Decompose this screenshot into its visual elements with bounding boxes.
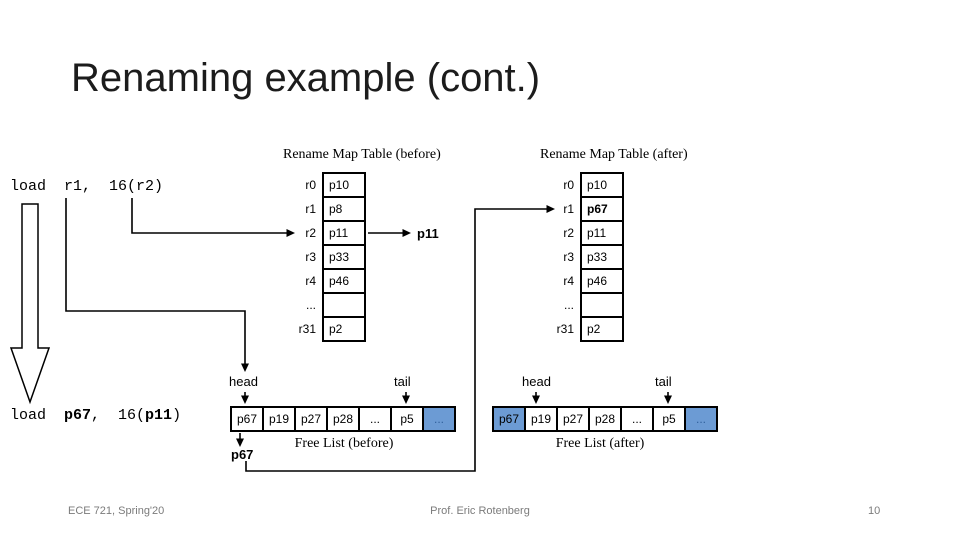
- instr-src-physreg: p11: [145, 407, 173, 424]
- instr-close: ): [172, 407, 182, 424]
- connector-dest-to-freelist-head: [65, 198, 249, 372]
- freelist-cell: ...: [358, 406, 392, 432]
- rmt-phys-reg-cell: p8: [322, 196, 366, 222]
- freelist-cell: p19: [524, 406, 558, 432]
- footer-course: ECE 721, Spring'20: [68, 505, 165, 517]
- rmt-phys-reg-cell: [322, 292, 366, 318]
- freelist-before-caption: Free List (before): [294, 436, 394, 451]
- slide-title: Renaming example (cont.): [71, 56, 541, 100]
- instr-mid: , 16(: [91, 407, 146, 424]
- freelist-cell: ...: [422, 406, 456, 432]
- freelist-cell: p5: [652, 406, 686, 432]
- rmt-row: r0 p10: [538, 172, 624, 198]
- rmt-row: ...: [280, 292, 366, 318]
- rmt-phys-reg-cell: p10: [580, 172, 624, 198]
- rmt-arch-reg-label: r31: [556, 322, 574, 336]
- freelist-cell: p19: [262, 406, 296, 432]
- instr-op: load: [10, 407, 65, 424]
- rmt-phys-reg-cell: p33: [322, 244, 366, 270]
- rmt-arch-reg-label: r0: [563, 178, 574, 192]
- rmt-after-caption: Rename Map Table (after): [540, 147, 688, 162]
- instruction-after: load p67, 16(p11): [10, 407, 181, 424]
- freelist-cell: ...: [620, 406, 654, 432]
- instr-dest-physreg: p67: [64, 407, 92, 424]
- rmt-row: ...: [538, 292, 624, 318]
- rmt-row: r31 p2: [538, 316, 624, 342]
- rmt-arch-reg-label: r2: [305, 226, 316, 240]
- rmt-row: r0 p10: [280, 172, 366, 198]
- instruction-before: load r1, 16(r2): [10, 178, 164, 195]
- rmt-phys-reg-cell: p33: [580, 244, 624, 270]
- freelist-cell: p28: [326, 406, 360, 432]
- rmt-arch-reg-label: r2: [563, 226, 574, 240]
- rmt-phys-reg-cell: p11: [322, 220, 366, 246]
- freelist-cell: p27: [294, 406, 328, 432]
- rename-map-table-before: r0 p10 r1 p8 r2 p11 r3 p33 r4 p46... r31 p2: [280, 172, 366, 342]
- connector-src-to-rmt-r2: [131, 198, 295, 237]
- freelist-cell: p67: [230, 406, 264, 432]
- rmt-arch-reg-label: r0: [305, 178, 316, 192]
- freelist-after-caption: Free List (after): [555, 436, 645, 451]
- freelist-cell: ...: [684, 406, 718, 432]
- rmt-arch-reg-label: r31: [298, 322, 316, 336]
- rmt-row: r2 p11: [280, 220, 366, 246]
- rmt-row: r1 p8: [280, 196, 366, 222]
- rmt-arch-reg-label: ...: [563, 298, 574, 312]
- program-order-arrow: [9, 203, 51, 405]
- rmt-phys-reg-cell: p46: [580, 268, 624, 294]
- rmt-phys-reg-cell: p2: [580, 316, 624, 342]
- footer-author: Prof. Eric Rotenberg: [430, 505, 530, 517]
- footer-page-number: 10: [868, 505, 881, 517]
- rmt-row: r1 p67: [538, 196, 624, 222]
- popped-reg-label: p67: [231, 447, 254, 462]
- rmt-phys-reg-cell: p10: [322, 172, 366, 198]
- rmt-phys-reg-cell: p2: [322, 316, 366, 342]
- rmt-arch-reg-label: r1: [305, 202, 316, 216]
- freelist-after-head-label: head: [522, 374, 551, 389]
- freelist-cell: p5: [390, 406, 424, 432]
- rmt-row: r31 p2: [280, 316, 366, 342]
- rmt-row: r4 p46: [280, 268, 366, 294]
- rmt-before-caption: Rename Map Table (before): [283, 147, 441, 162]
- rmt-arch-reg-label: r4: [305, 274, 316, 288]
- rmt-arch-reg-label: r1: [563, 202, 574, 216]
- rmt-phys-reg-cell: p11: [580, 220, 624, 246]
- rmt-row: r2 p11: [538, 220, 624, 246]
- rmt-arch-reg-label: ...: [305, 298, 316, 312]
- rmt-row: r3 p33: [280, 244, 366, 270]
- rmt-arch-reg-label: r3: [563, 250, 574, 264]
- rmt-phys-reg-cell: p67: [580, 196, 624, 222]
- freelist-before-head-label: head: [229, 374, 258, 389]
- lookup-result-label: p11: [417, 226, 439, 241]
- rmt-phys-reg-cell: [580, 292, 624, 318]
- freelist-before-tail-label: tail: [394, 374, 411, 389]
- rmt-row: r4 p46: [538, 268, 624, 294]
- freelist-cell: p28: [588, 406, 622, 432]
- rmt-row: r3 p33: [538, 244, 624, 270]
- rename-map-table-after: r0 p10 r1 p67 r2 p11 r3 p33 r4 p46... r31 p2: [538, 172, 624, 342]
- freelist-cell: p67: [492, 406, 526, 432]
- freelist-cell: p27: [556, 406, 590, 432]
- freelist-after-tail-label: tail: [655, 374, 672, 389]
- rmt-arch-reg-label: r3: [305, 250, 316, 264]
- rmt-arch-reg-label: r4: [563, 274, 574, 288]
- rmt-phys-reg-cell: p46: [322, 268, 366, 294]
